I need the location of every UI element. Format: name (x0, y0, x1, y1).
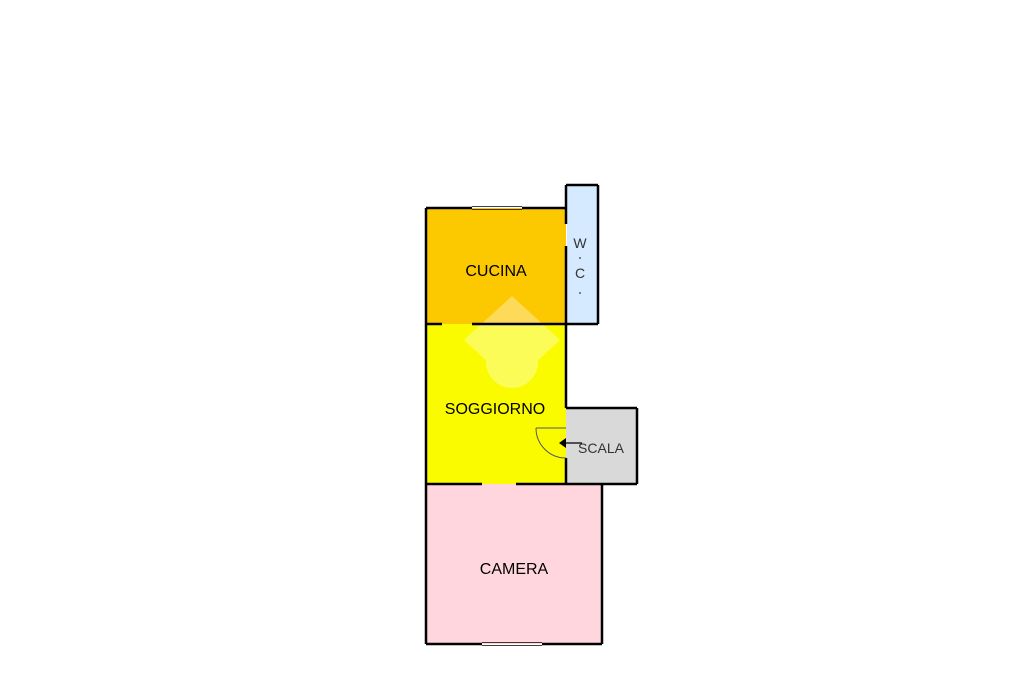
wc-dot-bottom (579, 292, 581, 294)
room-scala-area (566, 408, 637, 484)
room-cucina: CUCINA (426, 208, 566, 324)
room-camera: CAMERA (426, 484, 602, 644)
room-scala-label: SCALA (578, 440, 625, 456)
room-wc-label-c: C (575, 265, 585, 281)
room-soggiorno-area (426, 324, 566, 484)
room-camera-area (426, 484, 602, 644)
room-wc: W C (567, 185, 598, 324)
stair-arrow-icon (559, 438, 582, 448)
room-wc-area (567, 185, 598, 324)
room-soggiorno-label: SOGGIORNO (445, 401, 545, 418)
room-wc-label-w: W (573, 235, 587, 251)
walls (424, 183, 639, 646)
door-scala (535, 427, 567, 459)
room-cucina-area (426, 208, 566, 324)
watermark-logo (464, 296, 560, 388)
wc-dot-top (579, 257, 581, 259)
room-cucina-label: CUCINA (465, 263, 527, 280)
room-soggiorno: SOGGIORNO (426, 324, 566, 484)
room-camera-label: CAMERA (480, 561, 549, 578)
room-scala: SCALA (566, 408, 637, 484)
